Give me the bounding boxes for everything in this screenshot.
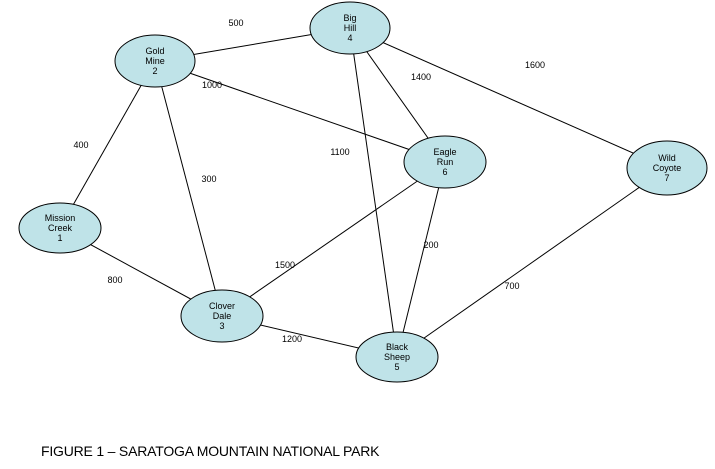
node-label-line: Black bbox=[386, 342, 409, 352]
edge-label-3-5: 1200 bbox=[282, 334, 302, 344]
node-ellipse-5 bbox=[355, 331, 439, 383]
node-label-line: Wild bbox=[658, 153, 676, 163]
node-label-line: Run bbox=[437, 157, 454, 167]
edge-label-2-4: 500 bbox=[228, 18, 243, 28]
node-ellipse-2 bbox=[114, 34, 196, 88]
node-ellipse-3 bbox=[180, 289, 264, 343]
node-label-line: Eagle bbox=[433, 147, 456, 157]
node-label-line: Sheep bbox=[384, 352, 410, 362]
edge-7-5 bbox=[396, 167, 668, 358]
figure-caption: FIGURE 1 – SARATOGA MOUNTAIN NATIONAL PA… bbox=[41, 443, 380, 459]
edge-label-7-5: 700 bbox=[504, 281, 519, 291]
node-label-line: 6 bbox=[442, 167, 447, 177]
node-label-line: Clover bbox=[209, 301, 235, 311]
edge-4-5 bbox=[349, 27, 398, 358]
node-label-line: Hill bbox=[344, 23, 357, 33]
node-ellipse-4 bbox=[309, 1, 391, 55]
node-label-line: Big bbox=[343, 13, 356, 23]
edge-4-7 bbox=[349, 27, 668, 169]
node-label-line: 2 bbox=[152, 66, 157, 76]
node-label-line: 3 bbox=[219, 321, 224, 331]
edge-label-4-7: 1600 bbox=[525, 60, 545, 70]
node-label-line: Mine bbox=[145, 56, 165, 66]
edge-label-6-3: 1500 bbox=[275, 260, 295, 270]
edge-label-6-5: 200 bbox=[423, 240, 438, 250]
node-label-line: Dale bbox=[213, 311, 232, 321]
edge-label-4-6: 1400 bbox=[411, 72, 431, 82]
node-label-line: Mission bbox=[45, 213, 76, 223]
edge-2-3 bbox=[154, 60, 223, 317]
node-label-line: 7 bbox=[664, 173, 669, 183]
node-label-line: Coyote bbox=[653, 163, 682, 173]
node-label-line: 5 bbox=[394, 362, 399, 372]
node-ellipse-1 bbox=[18, 202, 102, 254]
edge-2-6 bbox=[154, 60, 446, 163]
node-label-line: Creek bbox=[48, 223, 73, 233]
node-label-line: 4 bbox=[347, 33, 352, 43]
edge-label-2-3: 300 bbox=[201, 174, 216, 184]
edge-label-4-5: 1100 bbox=[330, 147, 349, 157]
node-label-line: Gold bbox=[145, 46, 164, 56]
edge-2-1 bbox=[59, 60, 156, 229]
edge-6-5 bbox=[396, 161, 446, 358]
node-ellipse-7 bbox=[626, 140, 708, 196]
edge-label-2-6: 1000 bbox=[202, 80, 222, 90]
edge-label-2-1: 400 bbox=[73, 140, 88, 150]
edge-6-3 bbox=[221, 161, 446, 317]
edge-label-1-3: 800 bbox=[107, 275, 122, 285]
node-ellipse-6 bbox=[403, 135, 487, 189]
node-label-line: 1 bbox=[57, 233, 62, 243]
